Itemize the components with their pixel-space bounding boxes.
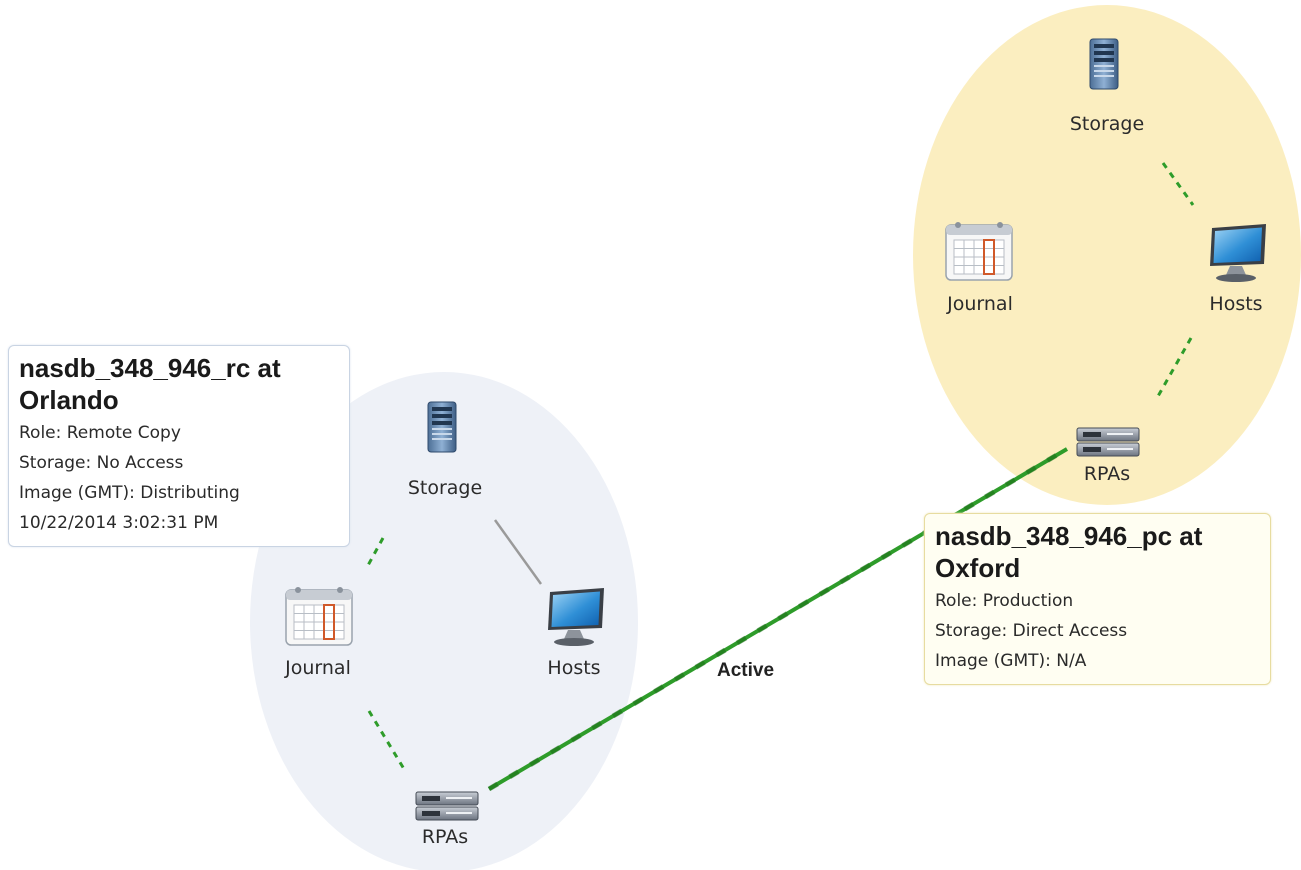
remote-copy-info-panel[interactable]: nasdb_348_946_rc at Orlando Role: Remote… bbox=[8, 345, 350, 547]
remote-hosts-label: Hosts bbox=[547, 657, 601, 679]
production-image: Image (GMT): N/A bbox=[935, 651, 1087, 671]
remote-storage-journal-link bbox=[364, 537, 385, 570]
active-link-label: Active bbox=[717, 660, 775, 681]
production-hosts-label: Hosts bbox=[1209, 293, 1263, 315]
remote-journal-label: Journal bbox=[285, 657, 351, 679]
production-name: nasdb_348_946_pc at bbox=[935, 521, 1203, 551]
remote-copy-image: Image (GMT): Distributing bbox=[19, 483, 240, 503]
calendar-icon[interactable] bbox=[285, 586, 353, 646]
remote-rpas-label: RPAs bbox=[421, 826, 469, 848]
remote-copy-role: Role: Remote Copy bbox=[19, 423, 181, 443]
production-site-ellipse bbox=[913, 5, 1301, 505]
production-storage-hosts-link bbox=[1161, 162, 1195, 206]
production-storage-label: Storage bbox=[1069, 113, 1145, 135]
remote-storage-label: Storage bbox=[407, 477, 483, 499]
remote-storage-hosts-link bbox=[493, 519, 543, 585]
remote-copy-timestamp: 10/22/2014 3:02:31 PM bbox=[19, 513, 219, 533]
production-role: Role: Production bbox=[935, 591, 1074, 611]
production-storage: Storage: Direct Access bbox=[935, 621, 1128, 641]
production-journal-label: Journal bbox=[947, 293, 1013, 315]
remote-copy-name: nasdb_348_946_rc at bbox=[19, 353, 281, 383]
server-icon[interactable] bbox=[1089, 38, 1119, 90]
production-info-panel[interactable]: nasdb_348_946_pc at Oxford Role: Product… bbox=[924, 513, 1271, 685]
calendar-icon[interactable] bbox=[945, 221, 1013, 281]
active-replication-link-dash bbox=[487, 446, 1069, 792]
remote-copy-storage: Storage: No Access bbox=[19, 453, 184, 473]
production-location: Oxford bbox=[935, 553, 1021, 583]
remote-copy-location: Orlando bbox=[19, 385, 119, 415]
server-icon[interactable] bbox=[427, 401, 457, 453]
production-rpas-label: RPAs bbox=[1083, 463, 1131, 485]
